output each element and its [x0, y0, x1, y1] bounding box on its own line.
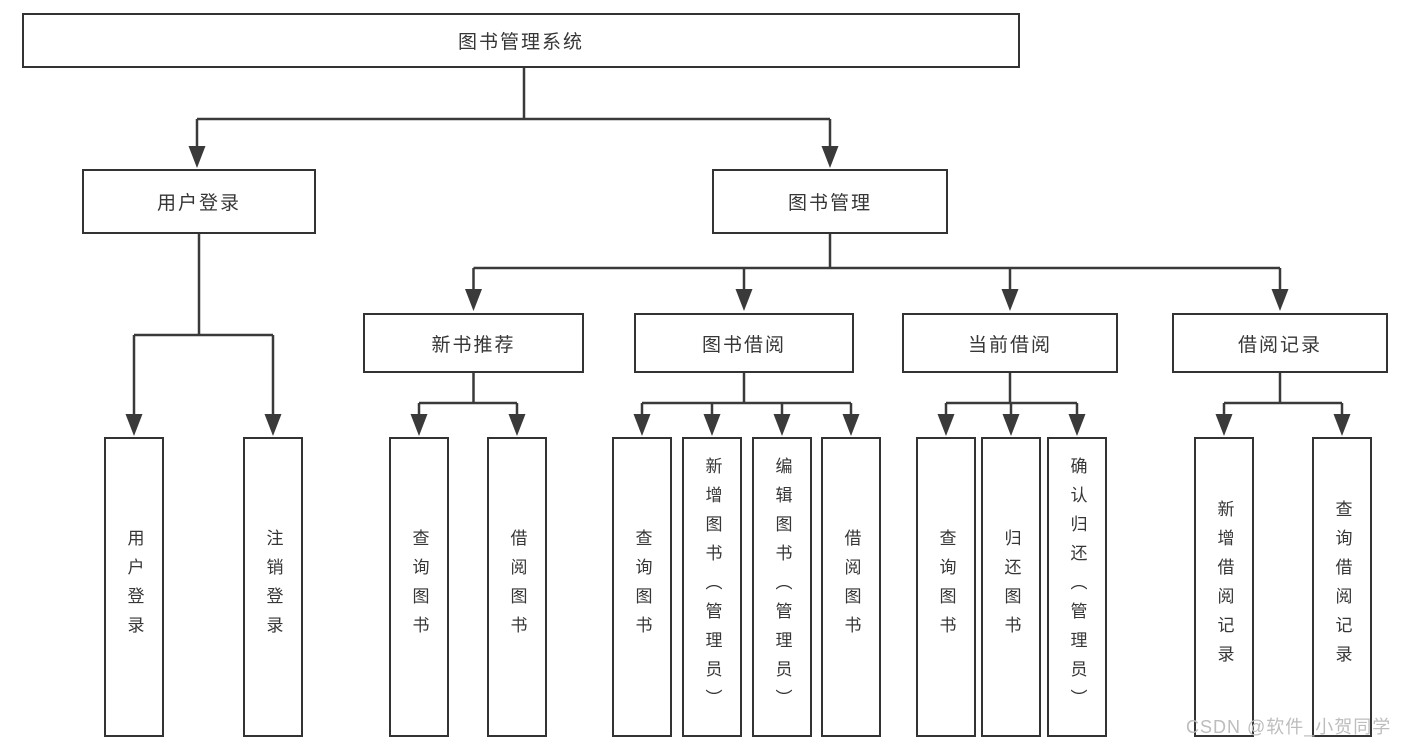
node-root: 图书管理系统	[22, 13, 1020, 68]
connector-borrow-records-children	[1222, 373, 1344, 416]
arrowhead	[1333, 414, 1351, 436]
leaf-logout: 注销登录	[243, 437, 303, 737]
leaf-user-login: 用户登录	[104, 437, 164, 737]
leaf-query-book-borrow: 查询图书	[612, 437, 672, 737]
connector-new-book-children	[417, 373, 519, 416]
connector-user-login-children	[132, 234, 275, 416]
arrowhead	[1001, 289, 1019, 311]
arrowhead	[703, 414, 721, 436]
arrowhead	[1068, 414, 1086, 436]
arrowhead	[773, 414, 791, 436]
node-new-book-recommend: 新书推荐	[363, 313, 584, 373]
arrowhead	[188, 146, 206, 168]
arrowhead	[1271, 289, 1289, 311]
arrowhead	[842, 414, 860, 436]
leaf-query-book-recommend: 查询图书	[389, 437, 449, 737]
leaf-query-borrow-record: 查询借阅记录	[1312, 437, 1372, 737]
arrowhead	[125, 414, 143, 436]
node-book-borrow: 图书借阅	[634, 313, 854, 373]
arrowhead	[735, 289, 753, 311]
leaf-confirm-return-admin: 确认归还（管理员）	[1047, 437, 1107, 737]
leaf-add-borrow-record: 新增借阅记录	[1194, 437, 1254, 737]
arrowhead	[465, 289, 482, 311]
leaf-borrow-book-recommend: 借阅图书	[487, 437, 547, 737]
node-user-login: 用户登录	[82, 169, 316, 234]
leaf-add-book-admin: 新增图书（管理员）	[682, 437, 742, 737]
arrowhead	[821, 146, 839, 168]
node-book-management: 图书管理	[712, 169, 948, 234]
arrowhead	[264, 414, 282, 436]
node-current-borrow: 当前借阅	[902, 313, 1118, 373]
leaf-return-book: 归还图书	[981, 437, 1041, 737]
arrowhead	[937, 414, 955, 436]
connector-book-mgmt-children	[472, 234, 1282, 291]
arrowhead	[508, 414, 526, 436]
connector-root-to-level2	[195, 68, 832, 148]
arrowhead	[633, 414, 651, 436]
arrowhead	[1002, 414, 1020, 436]
connector-book-borrow-children	[640, 373, 853, 416]
node-borrow-records: 借阅记录	[1172, 313, 1388, 373]
arrowhead	[410, 414, 428, 436]
arrowhead	[1215, 414, 1233, 436]
leaf-query-book-current: 查询图书	[916, 437, 976, 737]
leaf-borrow-book: 借阅图书	[821, 437, 881, 737]
leaf-edit-book-admin: 编辑图书（管理员）	[752, 437, 812, 737]
connector-current-borrow-children	[944, 373, 1079, 416]
csdn-watermark: CSDN @软件_小贺同学	[1186, 717, 1392, 737]
